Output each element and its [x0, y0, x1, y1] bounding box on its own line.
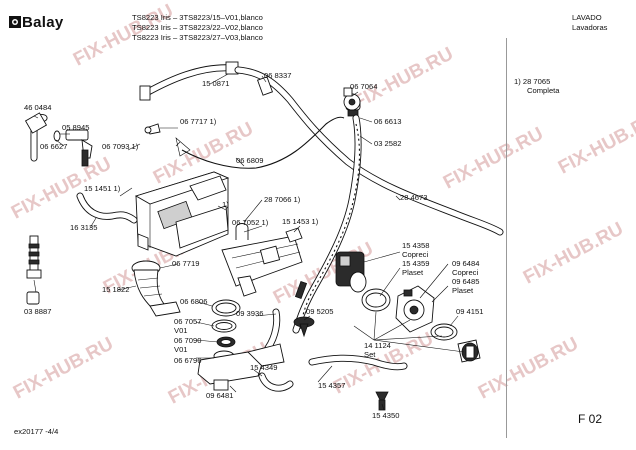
- drain-hose-09-6481: [197, 343, 285, 391]
- part-label: 09 3936: [236, 309, 264, 318]
- pipe-15-4349: [258, 372, 294, 392]
- page-code: F 02: [578, 412, 603, 426]
- part-label: Set: [364, 350, 376, 359]
- model-line-3: TS8223 Iris – 3TS8223/27–V03,blanco: [132, 33, 263, 42]
- part-label: 06 7090: [174, 336, 202, 345]
- seal-ring-09-4151: [430, 323, 458, 341]
- hose-15-0871: [139, 61, 504, 236]
- brand-logo-icon: [9, 16, 21, 28]
- subcategory-label: Lavadoras: [572, 23, 608, 32]
- level-switch-06-7064: [343, 87, 361, 111]
- part-label: 06 6627: [40, 142, 68, 151]
- part-label: 09 5205: [306, 307, 334, 316]
- model-line-1: TS8223 Iris – 3TS8223/15–V01,blanco: [132, 13, 263, 22]
- sidebar-divider: [506, 38, 507, 438]
- wire-06-6809: [175, 116, 345, 169]
- part-label: 15 1822: [102, 285, 130, 294]
- screw-15-4350: [375, 391, 389, 411]
- part-label: V01: [174, 345, 188, 354]
- siphon-06-7052: [235, 223, 249, 240]
- part-label: 06 7064: [350, 82, 378, 91]
- part-label: Copreci: [452, 268, 479, 277]
- brand-name: Balay: [22, 14, 64, 31]
- part-label: 03 2582: [374, 139, 402, 148]
- part-label: Copreci: [402, 250, 429, 259]
- filter-knob: [457, 339, 481, 363]
- rings-06-6806: [211, 299, 241, 333]
- part-label: 06 7093 1): [102, 142, 139, 151]
- clip-06-7717: [144, 123, 161, 135]
- hose-46-0484: [24, 112, 93, 167]
- bellows-hose: [131, 260, 181, 317]
- part-label: 15 1451 1): [84, 184, 121, 193]
- detergent-dispenser: [134, 171, 230, 257]
- part-label: Plaset: [402, 268, 424, 277]
- part-label: 09 6485: [452, 277, 480, 286]
- hose-16-3135: [26, 235, 42, 305]
- category-label: LAVADO: [572, 13, 602, 22]
- part-label: 06 7052 1): [232, 218, 269, 227]
- part-label: 06 8337: [264, 71, 292, 80]
- pressure-hose-03-2582: [292, 97, 362, 334]
- filter-cap-09-5205: [293, 316, 315, 338]
- part-label: V01: [174, 326, 188, 335]
- hose-15-1451: [76, 192, 138, 224]
- drain-pump: [335, 251, 391, 312]
- hose-09-3936: [264, 280, 308, 352]
- part-label: 03 8887: [24, 307, 52, 316]
- part-label: 05 8945: [62, 123, 90, 132]
- document-id: ex20177 -4/4: [14, 427, 59, 436]
- part-label: 06 7057: [174, 317, 202, 326]
- part-label: 06 6806: [180, 297, 208, 306]
- part-label: 15 4358: [402, 241, 430, 250]
- dispenser-drawer-28-7066: [221, 235, 303, 297]
- cap-15-1453: [285, 227, 303, 243]
- part-label: 14 1124: [364, 341, 391, 350]
- pipe-15-4357: [308, 354, 408, 371]
- part-label: 09 6484: [452, 259, 480, 268]
- part-label: 15 4357: [318, 381, 346, 390]
- pump-housing: [395, 285, 435, 333]
- part-label: 06 7717 1): [180, 117, 217, 126]
- part-label: 15 4349: [250, 363, 278, 372]
- part-label: 06 6809: [236, 156, 264, 165]
- part-label: 28 4673: [400, 193, 428, 202]
- sidebar-note-text: Completa: [527, 86, 560, 95]
- part-label: Plaset: [452, 286, 474, 295]
- part-label: 09 4151: [456, 307, 484, 316]
- part-label: 15 4350: [372, 411, 400, 420]
- part-label: 15 0871: [202, 79, 230, 88]
- part-label: 28 7066 1): [264, 195, 301, 204]
- sidebar-note-ref: 1) 28 7065: [514, 77, 551, 86]
- leader-lines: [33, 73, 465, 411]
- part-label: 06 6613: [374, 117, 402, 126]
- part-label: 09 6481: [206, 391, 234, 400]
- part-label: 16 3135: [70, 223, 98, 232]
- part-label: 15 4359: [402, 259, 430, 268]
- part-label: 06 6796: [174, 356, 202, 365]
- model-line-2: TS8223 Iris – 3TS8223/22–V02,blanco: [132, 23, 263, 32]
- part-label: 06 7719: [172, 259, 200, 268]
- part-label: 15 1453 1): [282, 217, 319, 226]
- part-label: 46 0484: [24, 103, 52, 112]
- part-label: 1): [222, 200, 229, 209]
